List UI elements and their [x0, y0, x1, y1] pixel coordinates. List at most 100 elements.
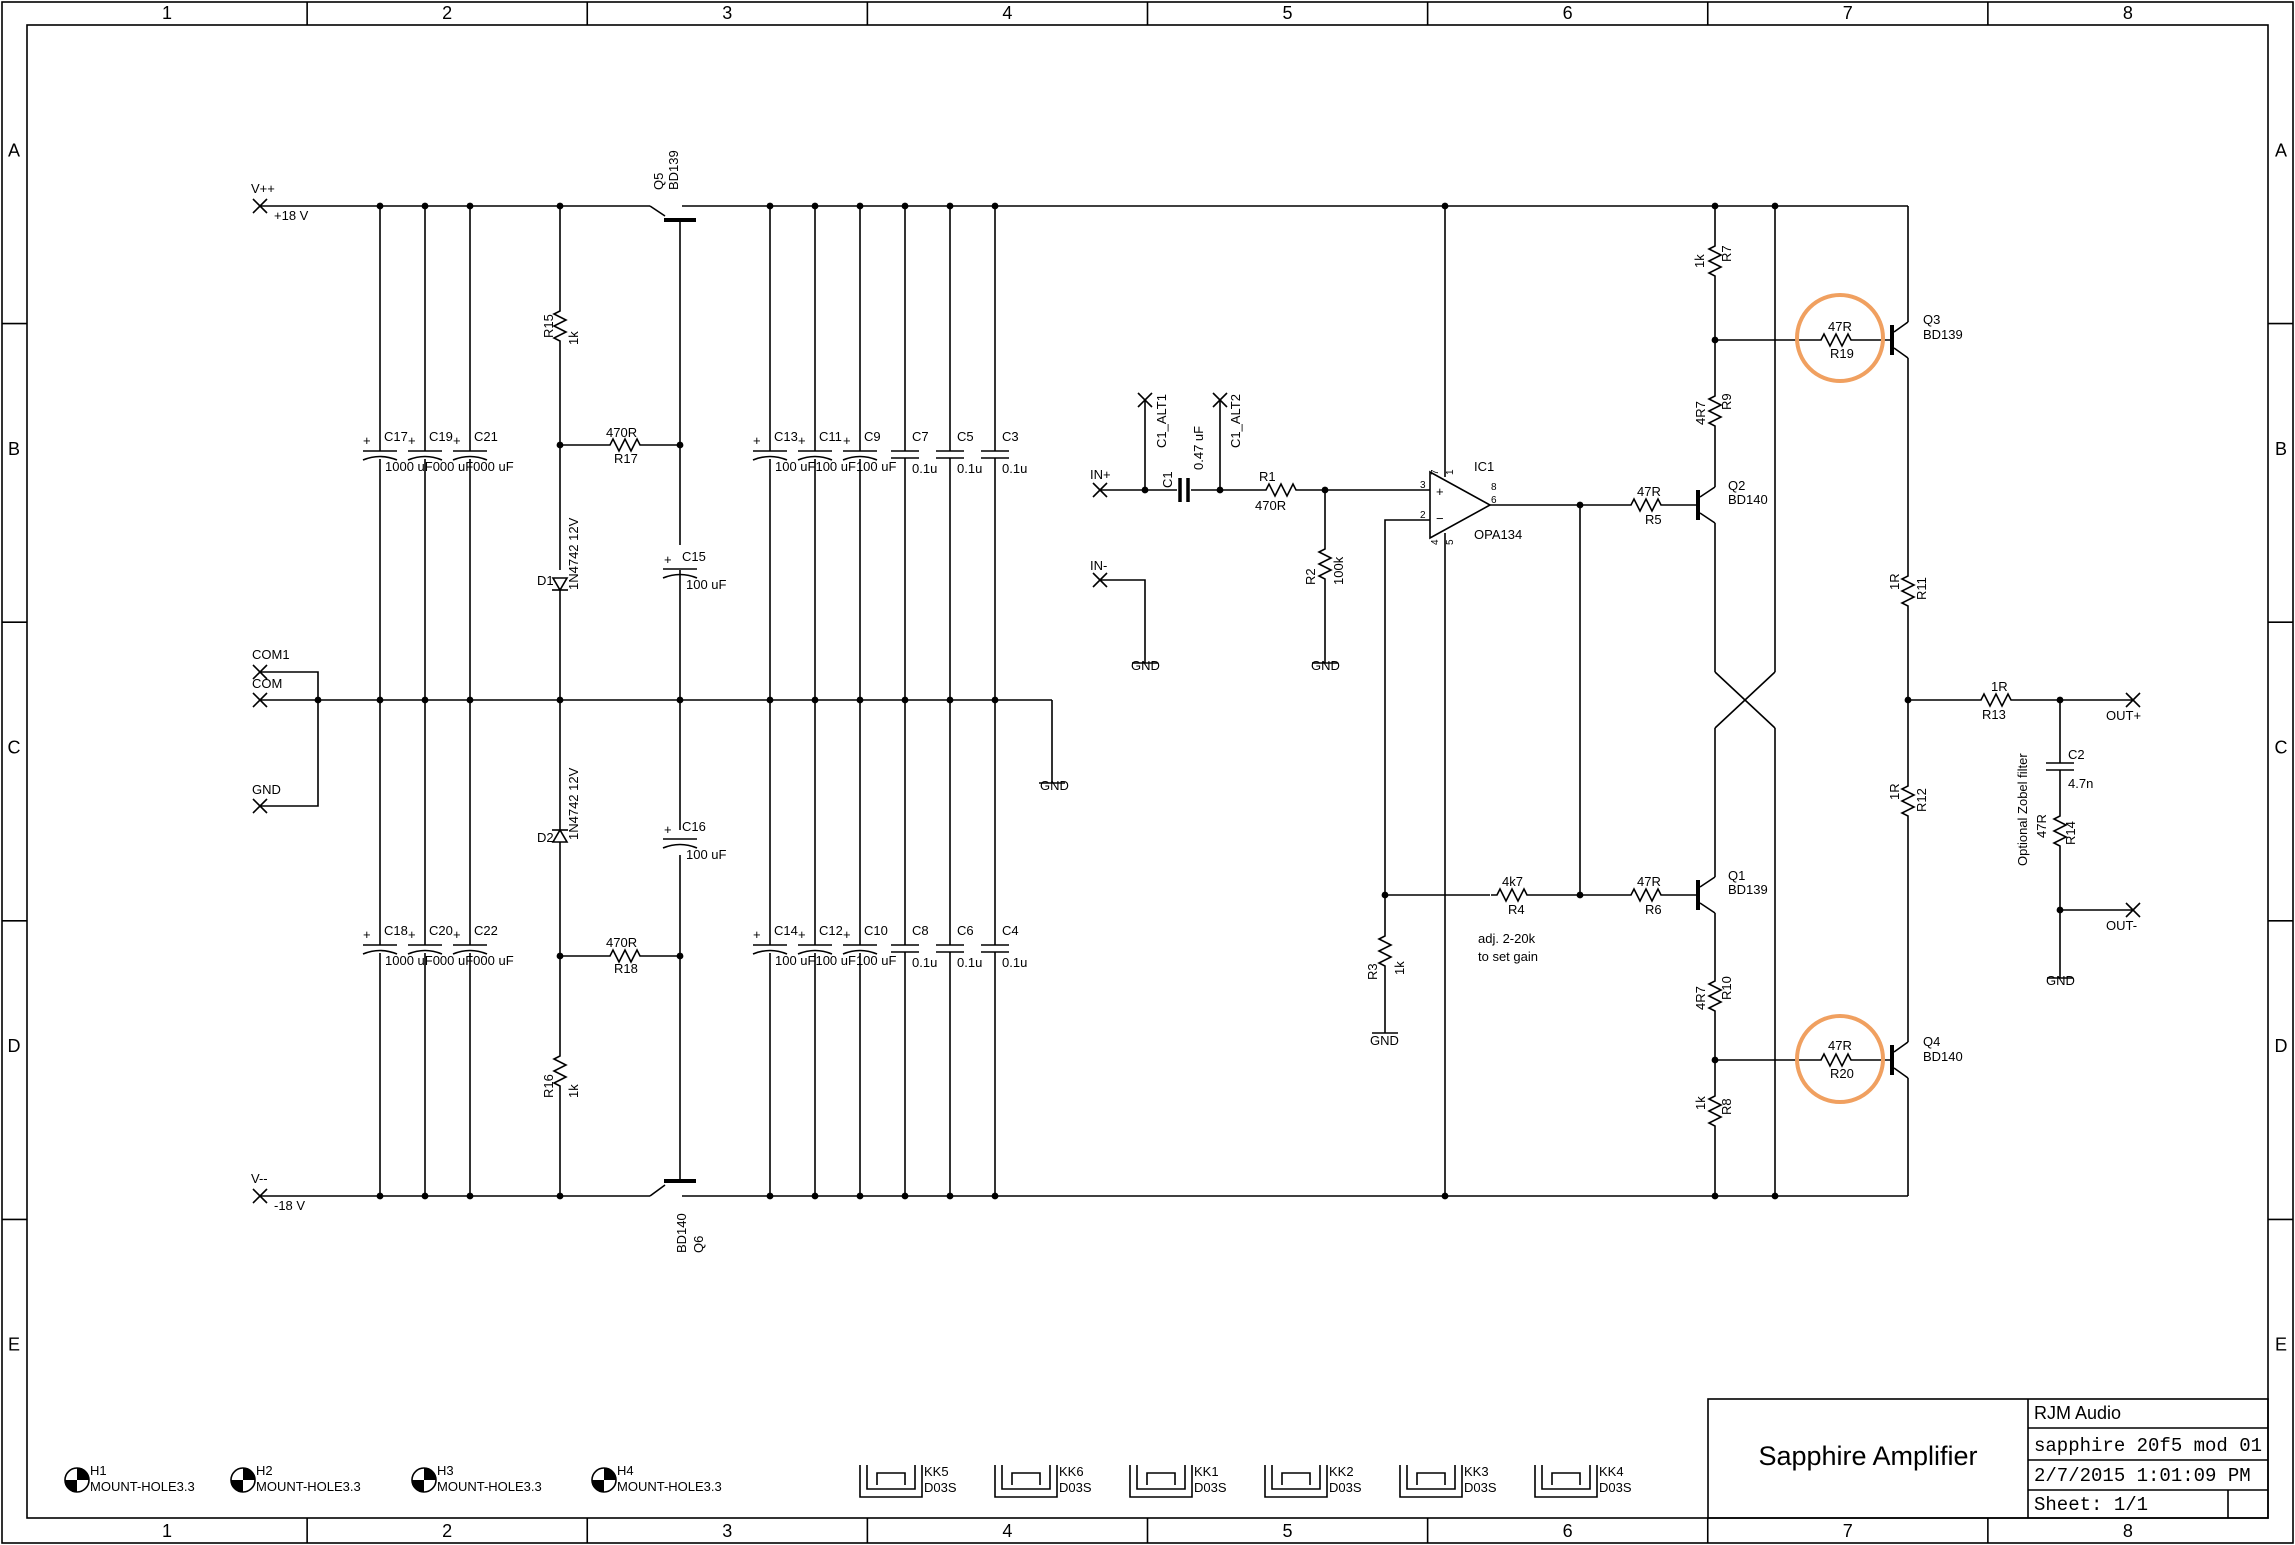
- svg-text:C1_ALT1: C1_ALT1: [1154, 394, 1169, 448]
- svg-text:0.1u: 0.1u: [912, 955, 937, 970]
- svg-text:C20: C20: [429, 923, 453, 938]
- gnd-terminal-label: GND: [252, 782, 281, 797]
- row-marker-left: A: [8, 140, 20, 160]
- svg-text:C3: C3: [1002, 429, 1019, 444]
- svg-text:adj. 2-20k: adj. 2-20k: [1478, 931, 1536, 946]
- column-marker-bottom: 6: [1563, 1521, 1573, 1541]
- row-marker-left: B: [8, 439, 20, 459]
- svg-text:D03S: D03S: [1599, 1480, 1632, 1495]
- com-label: COM: [252, 676, 282, 691]
- svg-text:C7: C7: [912, 429, 929, 444]
- svg-text:+: +: [664, 552, 672, 567]
- svg-text:R4: R4: [1508, 902, 1525, 917]
- svg-text:+: +: [363, 927, 371, 942]
- svg-text:1k: 1k: [566, 331, 581, 345]
- svg-text:BD139: BD139: [1923, 327, 1963, 342]
- svg-text:BD140: BD140: [674, 1213, 689, 1253]
- svg-text:C15: C15: [682, 549, 706, 564]
- svg-text:8: 8: [1491, 482, 1497, 493]
- svg-text:1R: 1R: [1887, 573, 1902, 590]
- svg-text:R8: R8: [1719, 1098, 1734, 1115]
- svg-text:47R: 47R: [2034, 814, 2049, 838]
- svg-text:KK5: KK5: [924, 1464, 949, 1479]
- svg-text:IN+: IN+: [1090, 467, 1111, 482]
- svg-text:4R7: 4R7: [1693, 986, 1708, 1010]
- column-marker-bottom: 1: [162, 1521, 172, 1541]
- svg-text:C19: C19: [429, 429, 453, 444]
- svg-text:H1: H1: [90, 1463, 107, 1478]
- svg-text:1: 1: [1445, 469, 1456, 475]
- svg-text:1R: 1R: [1991, 679, 2008, 694]
- sheet-number: Sheet: 1/1: [2034, 1494, 2148, 1516]
- svg-text:C12: C12: [819, 923, 843, 938]
- svg-text:0.1u: 0.1u: [912, 461, 937, 476]
- svg-text:KK1: KK1: [1194, 1464, 1219, 1479]
- file-name: sapphire 20f5 mod 01: [2034, 1435, 2262, 1457]
- svg-text:GND: GND: [1370, 1033, 1399, 1048]
- row-marker-right: B: [2275, 439, 2287, 459]
- svg-text:1k: 1k: [1392, 961, 1407, 975]
- svg-text:R7: R7: [1719, 245, 1734, 262]
- column-marker-top: 7: [1843, 3, 1853, 23]
- svg-text:OPA134: OPA134: [1474, 527, 1522, 542]
- svg-text:C22: C22: [474, 923, 498, 938]
- vmm-value: -18 V: [274, 1198, 305, 1213]
- row-marker-right: D: [2275, 1036, 2288, 1056]
- svg-text:OUT+: OUT+: [2106, 708, 2141, 723]
- svg-text:D2: D2: [537, 830, 554, 845]
- svg-text:1k: 1k: [566, 1084, 581, 1098]
- svg-text:0.1u: 0.1u: [1002, 461, 1027, 476]
- svg-text:100 uF: 100 uF: [686, 847, 727, 862]
- pass-transistors: Q5 BD139 BD140 Q6 + C15 100 uF + C16 100…: [649, 150, 727, 1253]
- svg-text:100 uF100 uF100 uF: 100 uF100 uF100 uF: [775, 953, 896, 968]
- svg-text:to set gain: to set gain: [1478, 949, 1538, 964]
- svg-text:1N4742 12V: 1N4742 12V: [566, 767, 581, 840]
- svg-text:OUT-: OUT-: [2106, 918, 2137, 933]
- svg-text:1k: 1k: [1692, 254, 1707, 268]
- svg-text:+: +: [408, 433, 416, 448]
- bulk-capacitors: +++ C17 C19 C21 1000 uF000 uF000 uF +++ …: [362, 202, 514, 1200]
- svg-text:C8: C8: [912, 923, 929, 938]
- column-marker-top: 5: [1283, 3, 1293, 23]
- svg-text:R13: R13: [1982, 707, 2006, 722]
- svg-text:IN-: IN-: [1090, 558, 1107, 573]
- svg-text:0.1u: 0.1u: [957, 955, 982, 970]
- svg-text:KK2: KK2: [1329, 1464, 1354, 1479]
- svg-text:MOUNT-HOLE3.3: MOUNT-HOLE3.3: [90, 1479, 195, 1494]
- svg-text:D03S: D03S: [1464, 1480, 1497, 1495]
- com1-label: COM1: [252, 647, 290, 662]
- column-marker-top: 4: [1002, 3, 1012, 23]
- svg-text:R3: R3: [1365, 963, 1380, 980]
- svg-text:R5: R5: [1645, 512, 1662, 527]
- svg-text:C18: C18: [384, 923, 408, 938]
- svg-text:C21: C21: [474, 429, 498, 444]
- svg-text:D03S: D03S: [924, 1480, 957, 1495]
- decoupling-capacitors: +++ +++ C13 C11 C9 100 uF100 uF100 uF C1…: [752, 202, 1027, 1200]
- svg-text:+: +: [408, 927, 416, 942]
- svg-text:C14: C14: [774, 923, 798, 938]
- svg-text:1000 uF000 uF000 uF: 1000 uF000 uF000 uF: [385, 953, 514, 968]
- column-marker-top: 8: [2123, 3, 2133, 23]
- svg-text:Optional Zobel filter: Optional Zobel filter: [2015, 753, 2030, 866]
- svg-text:R18: R18: [614, 961, 638, 976]
- svg-text:+: +: [843, 433, 851, 448]
- svg-text:+: +: [363, 433, 371, 448]
- svg-text:R10: R10: [1719, 976, 1734, 1000]
- svg-text:GND: GND: [2046, 973, 2075, 988]
- svg-text:R12: R12: [1914, 788, 1929, 812]
- company-text: RJM Audio: [2034, 1403, 2121, 1423]
- svg-text:H3: H3: [437, 1463, 454, 1478]
- svg-text:IC1: IC1: [1474, 459, 1494, 474]
- column-marker-top: 2: [442, 3, 452, 23]
- svg-text:MOUNT-HOLE3.3: MOUNT-HOLE3.3: [437, 1479, 542, 1494]
- output-stage: 47R R5 Q2 BD140 47R R6 Q1 BD139 1k R7 4R…: [1580, 202, 2141, 1200]
- svg-text:KK4: KK4: [1599, 1464, 1624, 1479]
- svg-text:+: +: [843, 927, 851, 942]
- column-marker-top: 6: [1563, 3, 1573, 23]
- svg-text:4.7n: 4.7n: [2068, 776, 2093, 791]
- svg-text:MOUNT-HOLE3.3: MOUNT-HOLE3.3: [617, 1479, 722, 1494]
- svg-text:BD140: BD140: [1923, 1049, 1963, 1064]
- svg-text:0.1u: 0.1u: [1002, 955, 1027, 970]
